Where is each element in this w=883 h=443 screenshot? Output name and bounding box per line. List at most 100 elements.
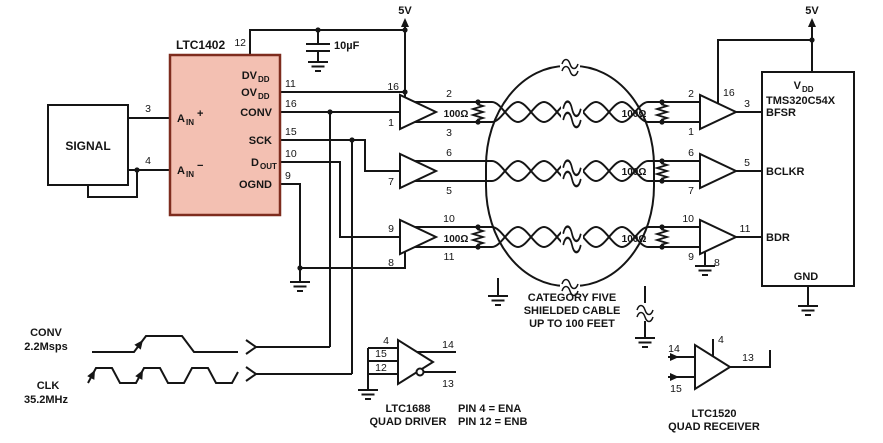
clk-waveform [87,367,239,384]
timing-signals: CONV 2.2Msps CLK 35.2MHz [24,327,258,406]
receiver3-gnd-pin: 8 [714,257,720,269]
edge-arrow-icon [135,368,147,380]
term-label-bot-left: 100Ω [444,234,469,245]
ground-symbol [307,61,329,72]
adc-pin12: 12 [234,37,246,49]
adc-label-ognd: OGND [239,179,272,191]
conv-name: CONV [30,327,62,339]
term-label-mid-right: 100Ω [622,167,647,178]
adc-label-ainm: A [177,165,185,177]
driver2-out-top-pin: 6 [446,147,452,159]
receiver3-in-bot-pin: 9 [688,251,694,263]
spare-driver-block: 4 15 12 14 13 LTC1688 QUAD DRIVER PIN 4 … [357,335,527,428]
dsp-vdd-label: V [794,80,802,92]
driver3-out-bot-pin: 11 [444,251,455,263]
term-label-top-left: 100Ω [444,109,469,120]
supply-arrow-icon [401,18,409,27]
receiver1-triangle [699,93,739,131]
clk-name: CLK [37,380,60,392]
signal-label: SIGNAL [65,139,110,153]
resistor-100ohm [656,226,668,248]
break-mark-ground-line [634,302,656,323]
cable-label-1: CATEGORY FIVE [528,292,616,304]
dsp-port-bdr: BDR [766,232,790,244]
inverter-bubble-icon [415,367,425,377]
wires [87,25,813,390]
adc-label-dout: D [251,157,259,169]
break-mark-pair2 [559,155,585,188]
receiver2-triangle [699,152,739,190]
ground-symbol [634,337,656,348]
adc-label-ovdd-sub: DD [258,92,270,101]
term-label-top-right: 100Ω [622,109,647,120]
driver1-vcc-pin: 16 [387,81,399,93]
spare-driver-pin12: 12 [375,362,387,374]
spare-receiver-pin14: 14 [668,343,680,355]
driver2-in-pin: 7 [388,176,394,188]
adc-block: LTC1402 12 11 16 15 10 9 3 4 DV DD OV DD… [145,37,297,217]
spare-driver-name: LTC1688 [385,403,430,415]
spare-driver-triangle [397,338,435,386]
driver2-triangle [399,152,439,190]
cable-break-marks [559,56,656,323]
dsp-port-gnd: GND [794,271,819,283]
receiver2-out-pin: 5 [744,157,750,169]
adc-pin3: 3 [145,103,151,115]
spare-receiver-name: LTC1520 [691,408,736,420]
cable-label-2: SHIELDED CABLE [524,305,621,317]
driver1-triangle [399,93,439,131]
driver3-triangle [399,218,439,256]
input-arrow-icon [670,373,679,381]
driver2-out-bot-pin: 5 [446,185,452,197]
spare-driver-pin4: 4 [383,335,389,347]
dsp-vdd-sub: DD [802,85,814,94]
bypass-cap-label: 10µF [334,40,360,52]
ground-symbol [694,265,716,276]
adc-pin9: 9 [285,170,291,182]
receiver3-triangle [699,218,739,256]
receiver2-in-bot-pin: 7 [688,185,694,197]
receiver3-in-top-pin: 10 [682,213,694,225]
adc-label-ainp: A [177,113,185,125]
driver3-out-top-pin: 10 [443,213,455,225]
right-5v-label: 5V [805,5,819,17]
resistor-100ohm [656,160,668,182]
receiver1-in-top-pin: 2 [688,88,694,100]
spare-receiver-role: QUAD RECEIVER [668,421,760,433]
spare-receiver-triangle [694,343,732,391]
clk-rate: 35.2MHz [24,394,69,406]
dsp-port-bfsr: BFSR [766,107,796,119]
spare-driver-pin13: 13 [442,378,454,390]
receiver3-out-pin: 11 [740,223,751,235]
signal-source: SIGNAL [47,104,129,186]
ground-symbol [797,305,819,316]
resistor-100ohm [472,226,484,248]
receiver1-out-pin: 3 [744,98,750,110]
spare-receiver-pin15: 15 [670,383,682,395]
break-mark-pair1 [559,96,585,129]
dsp-name: TMS320C54X [766,95,836,107]
adc-pin4: 4 [145,155,151,167]
adc-pin16: 16 [285,98,297,110]
conv-entry-chevron-icon [245,339,258,355]
adc-label-dvdd: DV [242,70,258,82]
cable-labels: CATEGORY FIVE SHIELDED CABLE UP TO 100 F… [487,292,656,348]
conv-rate: 2.2Msps [24,341,67,353]
resistor-100ohm [472,101,484,123]
term-label-bot-right: 100Ω [622,234,647,245]
left-5v-label: 5V [398,5,412,17]
break-mark-pair3 [559,221,585,254]
edge-arrow-icon [87,368,99,380]
adc-label-ainm-sign: − [197,160,203,172]
dsp-port-bclkr: BCLKR [766,166,805,178]
adc-label-dvdd-sub: DD [258,75,270,84]
adc-label-dout-sub: OUT [260,162,277,171]
adc-label-conv: CONV [240,107,272,119]
receiver2-in-top-pin: 6 [688,147,694,159]
ground-symbol [357,389,379,400]
dsp-body [761,71,855,287]
ground-symbol [289,281,311,292]
adc-label-ainm-sub: IN [186,170,194,179]
